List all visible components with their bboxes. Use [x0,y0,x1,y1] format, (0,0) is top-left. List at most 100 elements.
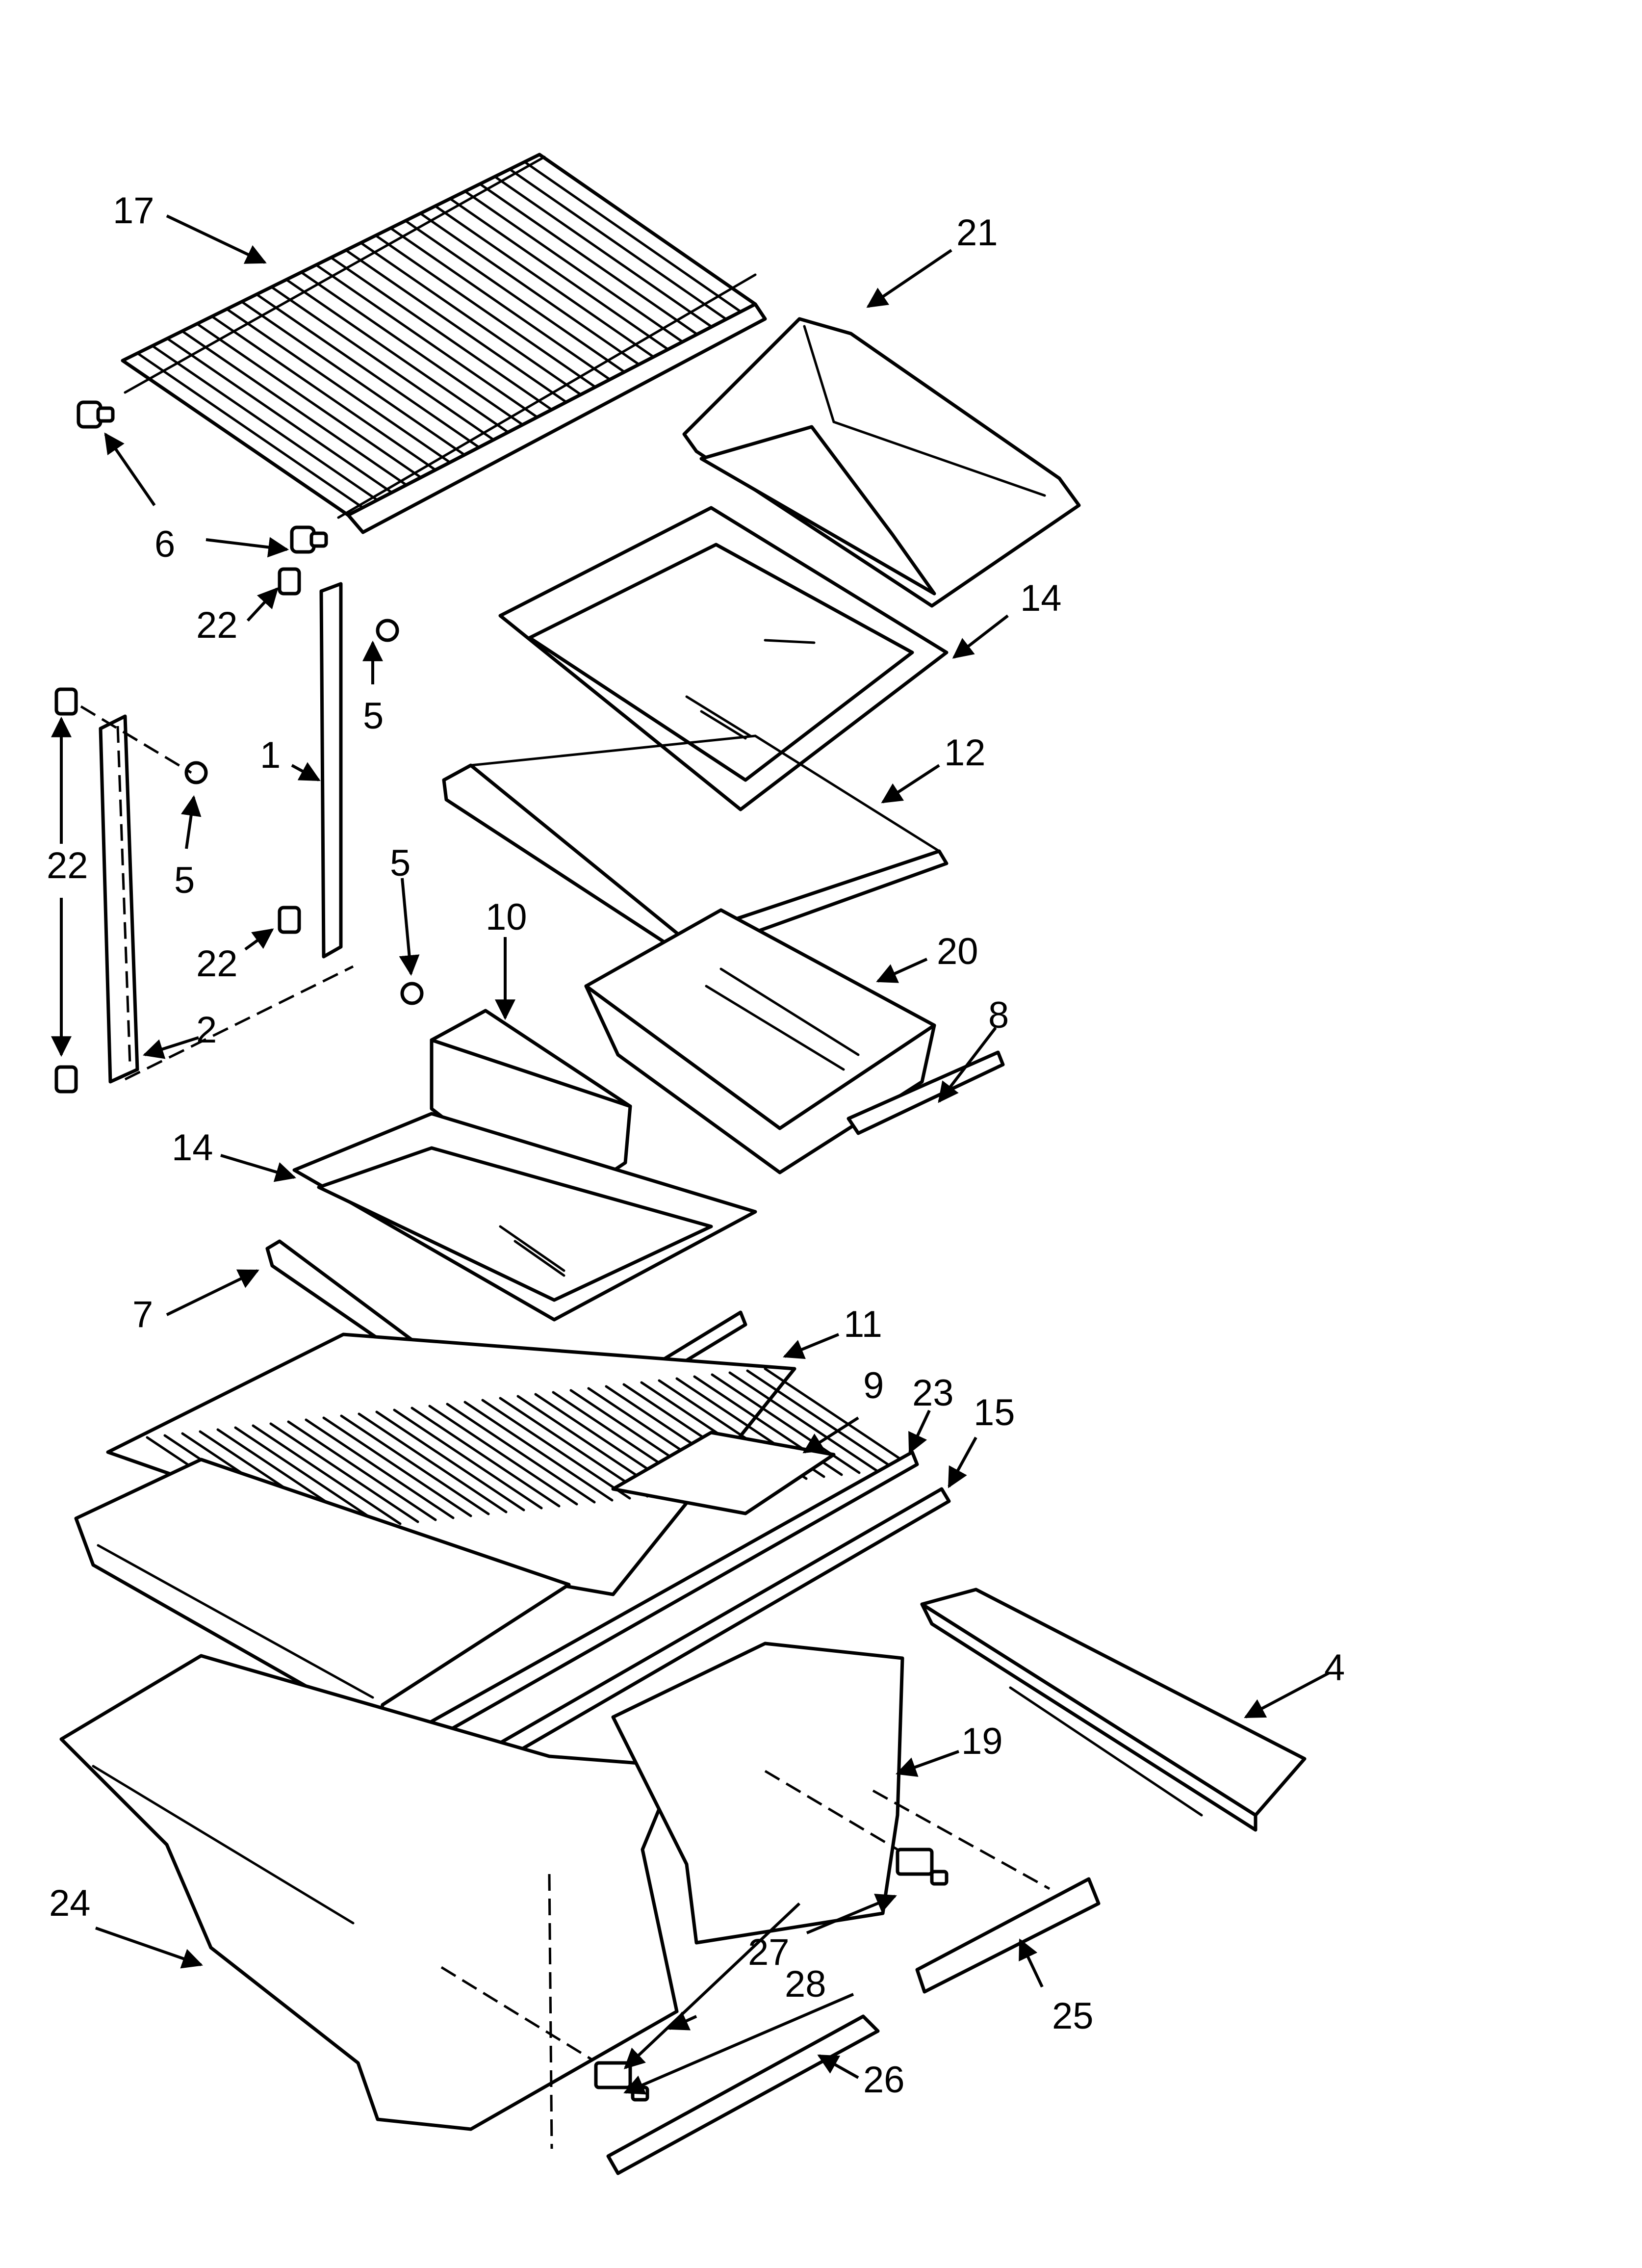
cover-slot [358,1412,508,1513]
callout-6: 6 [154,523,175,565]
callout-22-top: 22 [196,604,238,646]
shelf-peg-part-6a [77,400,115,429]
callout-21: 21 [956,212,998,254]
cover-slot [252,1424,402,1525]
trim-strip-part-25 [915,1877,1101,1994]
callout-25: 25 [1052,1995,1094,2037]
callout-19: 19 [961,1721,1003,1762]
shelf-wire [255,293,481,449]
crisper-pan-part-19 [611,1642,904,1945]
callout-20: 20 [937,931,978,972]
shelf-wire [151,344,379,501]
bracket-part-4 [920,1588,1307,1832]
cover-slot [410,1407,561,1508]
trim-strip-part-8 [847,1050,1005,1135]
callout-28: 28 [785,1963,826,2005]
shelf-wire [523,160,742,313]
cover-slot [305,1418,455,1519]
crisper-frame [74,1458,571,1729]
callout-11: 11 [844,1303,882,1345]
shelf-wire [226,308,451,464]
trim-strip-part-26 [606,2014,880,2175]
cover-slot [375,1410,525,1512]
crisper-cover-part-11 [106,1332,914,1596]
cover-slot [481,1399,631,1500]
cover-slot [711,1373,861,1474]
callout-9: 9 [863,1365,884,1407]
callout-15: 15 [974,1392,1015,1434]
shelf-wire [166,337,393,494]
shelf-wire [344,249,568,404]
callout-4: 4 [1324,1647,1345,1689]
callout-5-right: 5 [390,842,410,884]
shelf-wire [315,263,539,418]
callout-12: 12 [944,732,986,774]
shelf-wire [463,190,684,343]
callout-10: 10 [486,896,527,938]
cover-slot [322,1416,472,1517]
shelf-wire [240,300,466,456]
shelf-wire [180,330,408,487]
callout-24: 24 [49,1882,91,1924]
shelf-wire [300,271,524,426]
cover-slot [287,1420,437,1521]
callout-14-lower: 14 [172,1127,213,1169]
shelf-wire [270,286,495,441]
callout-leaders [51,214,1330,2095]
callout-7: 7 [132,1294,153,1335]
clip-part-27 [594,1848,934,2089]
shelf-wire [419,212,641,366]
deli-drawer-part-21 [682,317,1081,608]
cover-slot [446,1403,596,1504]
shelf-wire [404,219,626,373]
shelf-wire [136,352,364,509]
shelf-frame-part-7 [265,1239,747,1452]
cover-slot [746,1369,896,1470]
shelf-support-part-2 [99,714,139,1084]
callout-14-top: 14 [1020,577,1062,619]
shelf-wire [196,322,422,479]
callout-5-top: 5 [363,695,384,737]
shelf-wire [389,227,612,381]
shelf-wire [493,175,713,328]
shelf-wire [359,241,582,396]
callout-1: 1 [260,734,281,776]
callout-22-left: 22 [47,845,88,886]
cover-slot [340,1414,490,1515]
shelf-wire [285,278,510,434]
wire-shelf-part-17 [121,153,767,534]
callout-23: 23 [912,1372,954,1414]
shelf-frame-part-12 [442,734,949,959]
callout-2: 2 [196,1009,217,1051]
end-cap-part-22 [54,567,301,1094]
shelf-wire [479,182,698,336]
shelf-peg-part-6b [290,525,328,554]
cover-slot [269,1422,419,1523]
glass-shelf-part-14-top [498,506,949,811]
crisper-drawer-part-20 [584,908,936,1174]
crisper-pan-part-24 [59,1654,679,2131]
callout-27: 27 [748,1931,790,1973]
shelf-wire [434,205,655,358]
callout-17: 17 [113,190,154,232]
callout-22-mid: 22 [196,943,238,985]
shelf-wire [374,234,597,389]
callout-5-left: 5 [174,860,195,901]
shelf-wire [121,359,350,517]
shelf-support-part-1 [319,582,343,959]
cover-slot [463,1401,614,1502]
callout-8: 8 [988,994,1009,1036]
cover-slot [499,1397,649,1498]
cover-slot [393,1408,543,1510]
cover-slot [764,1367,914,1468]
glass-shelf-part-14-lower [292,1112,757,1322]
shelf-wire [330,256,553,411]
callout-26: 26 [863,2059,905,2101]
cover-slot [234,1426,384,1527]
shelf-wire [538,153,757,306]
shelf-wire [210,315,437,471]
shelf-wire [449,197,669,351]
cover-slot [428,1405,578,1506]
cover-slot [728,1371,878,1472]
